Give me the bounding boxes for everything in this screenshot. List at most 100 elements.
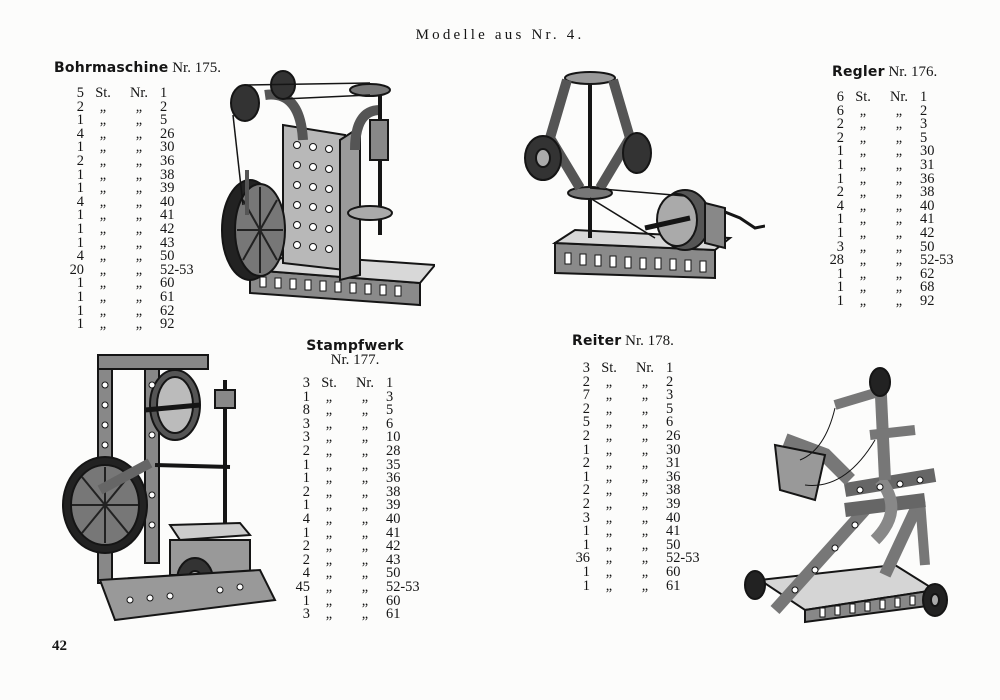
quantity: 3: [582, 509, 590, 526]
parts-row: 1„„60: [568, 563, 716, 580]
quantity: 1: [582, 536, 590, 553]
ditto-mark: „: [135, 220, 143, 237]
parts-row: 1„„41: [62, 207, 210, 224]
part-number: 38: [666, 482, 681, 499]
ditto-mark: „: [641, 509, 649, 526]
part-number: 30: [160, 139, 175, 156]
part-number: 35: [386, 456, 401, 473]
parts-row: 3„„50: [822, 238, 970, 255]
part-number: 3: [920, 116, 928, 133]
quantity: 2: [302, 551, 310, 568]
ditto-mark: „: [325, 551, 333, 568]
ditto-mark: „: [895, 116, 903, 133]
ditto-mark: „: [895, 184, 903, 201]
quantity: 2: [302, 442, 310, 459]
ditto-mark: „: [605, 577, 613, 594]
st-label: St.: [321, 375, 337, 391]
quantity: 1: [76, 316, 84, 333]
ditto-mark: „: [361, 442, 369, 459]
part-number: 31: [920, 156, 935, 173]
part-number: 52-53: [920, 252, 954, 269]
part-number: 38: [386, 483, 401, 500]
parts-row: 1„„92: [822, 292, 970, 309]
model-number: Nr. 177.: [330, 352, 380, 368]
parts-row: 1„„42: [62, 220, 210, 237]
parts-row: 1„„92: [62, 316, 210, 333]
model-title-regler: Regler Nr. 176.: [832, 64, 937, 81]
quantity: 36: [575, 550, 590, 567]
parts-row: 1„„30: [822, 143, 970, 160]
ditto-mark: „: [605, 563, 613, 580]
quantity: 1: [836, 292, 844, 309]
part-number: 41: [666, 523, 681, 540]
ditto-mark: „: [641, 482, 649, 499]
model-title-reiter: Reiter Nr. 178.: [572, 333, 674, 350]
ditto-mark: „: [325, 470, 333, 487]
quantity: 1: [302, 524, 310, 541]
part-number: 52-53: [160, 261, 194, 278]
part-number: 40: [666, 509, 681, 526]
parts-row: 4„„40: [288, 510, 436, 527]
part-number: 61: [666, 577, 681, 594]
parts-row: 2„„38: [568, 482, 716, 499]
ditto-mark: „: [135, 261, 143, 278]
ditto-mark: „: [135, 234, 143, 251]
part-number: 30: [920, 143, 935, 160]
ditto-mark: „: [641, 523, 649, 540]
ditto-mark: „: [135, 193, 143, 210]
part-number: 41: [920, 211, 935, 228]
ditto-mark: „: [135, 275, 143, 292]
parts-row: 3„„6: [288, 417, 436, 432]
quantity: 2: [836, 129, 844, 146]
ditto-mark: „: [99, 152, 107, 169]
ditto-mark: „: [361, 606, 369, 623]
parts-row: 2„„2: [568, 375, 716, 390]
quantity: 1: [76, 207, 84, 224]
part-number: 31: [666, 455, 681, 472]
parts-row: 1„„68: [822, 280, 970, 295]
ditto-mark: „: [895, 224, 903, 241]
st-label: St.: [601, 360, 617, 376]
quantity: 2: [582, 400, 590, 417]
ditto-mark: „: [325, 388, 333, 405]
part-number: 52-53: [386, 578, 420, 595]
ditto-mark: „: [325, 592, 333, 609]
ditto-mark: „: [605, 387, 613, 404]
ditto-mark: „: [641, 563, 649, 580]
part-number: 60: [386, 592, 401, 609]
part-number: 36: [386, 470, 401, 487]
ditto-mark: „: [325, 402, 333, 419]
parts-row: 1„„31: [822, 156, 970, 173]
quantity: 2: [582, 482, 590, 499]
part-number: 3: [386, 388, 394, 405]
part-number: 36: [666, 468, 681, 485]
parts-row: 2„„5: [568, 400, 716, 417]
quantity: 1: [76, 180, 84, 197]
ditto-mark: „: [99, 180, 107, 197]
part-number: 5: [666, 400, 674, 417]
quantity: 1: [302, 388, 310, 405]
ditto-mark: „: [135, 112, 143, 129]
ditto-mark: „: [99, 275, 107, 292]
ditto-mark: „: [135, 139, 143, 156]
ditto-mark: „: [135, 288, 143, 305]
quantity: 3: [836, 238, 844, 255]
quantity: 4: [302, 510, 310, 527]
quantity: 5: [582, 414, 590, 431]
parts-row: 4„„40: [62, 193, 210, 210]
model-name: Bohrmaschine: [54, 60, 169, 76]
part-number: 42: [386, 538, 401, 555]
ditto-mark: „: [641, 400, 649, 417]
quantity: 7: [582, 387, 590, 404]
ditto-mark: „: [859, 143, 867, 160]
quantity: 1: [582, 577, 590, 594]
parts-row: 1„„62: [62, 304, 210, 319]
ditto-mark: „: [859, 156, 867, 173]
ditto-mark: „: [135, 316, 143, 333]
ditto-mark: „: [361, 510, 369, 527]
part-number: 39: [160, 180, 175, 197]
ditto-mark: „: [895, 129, 903, 146]
ditto-mark: „: [895, 143, 903, 160]
